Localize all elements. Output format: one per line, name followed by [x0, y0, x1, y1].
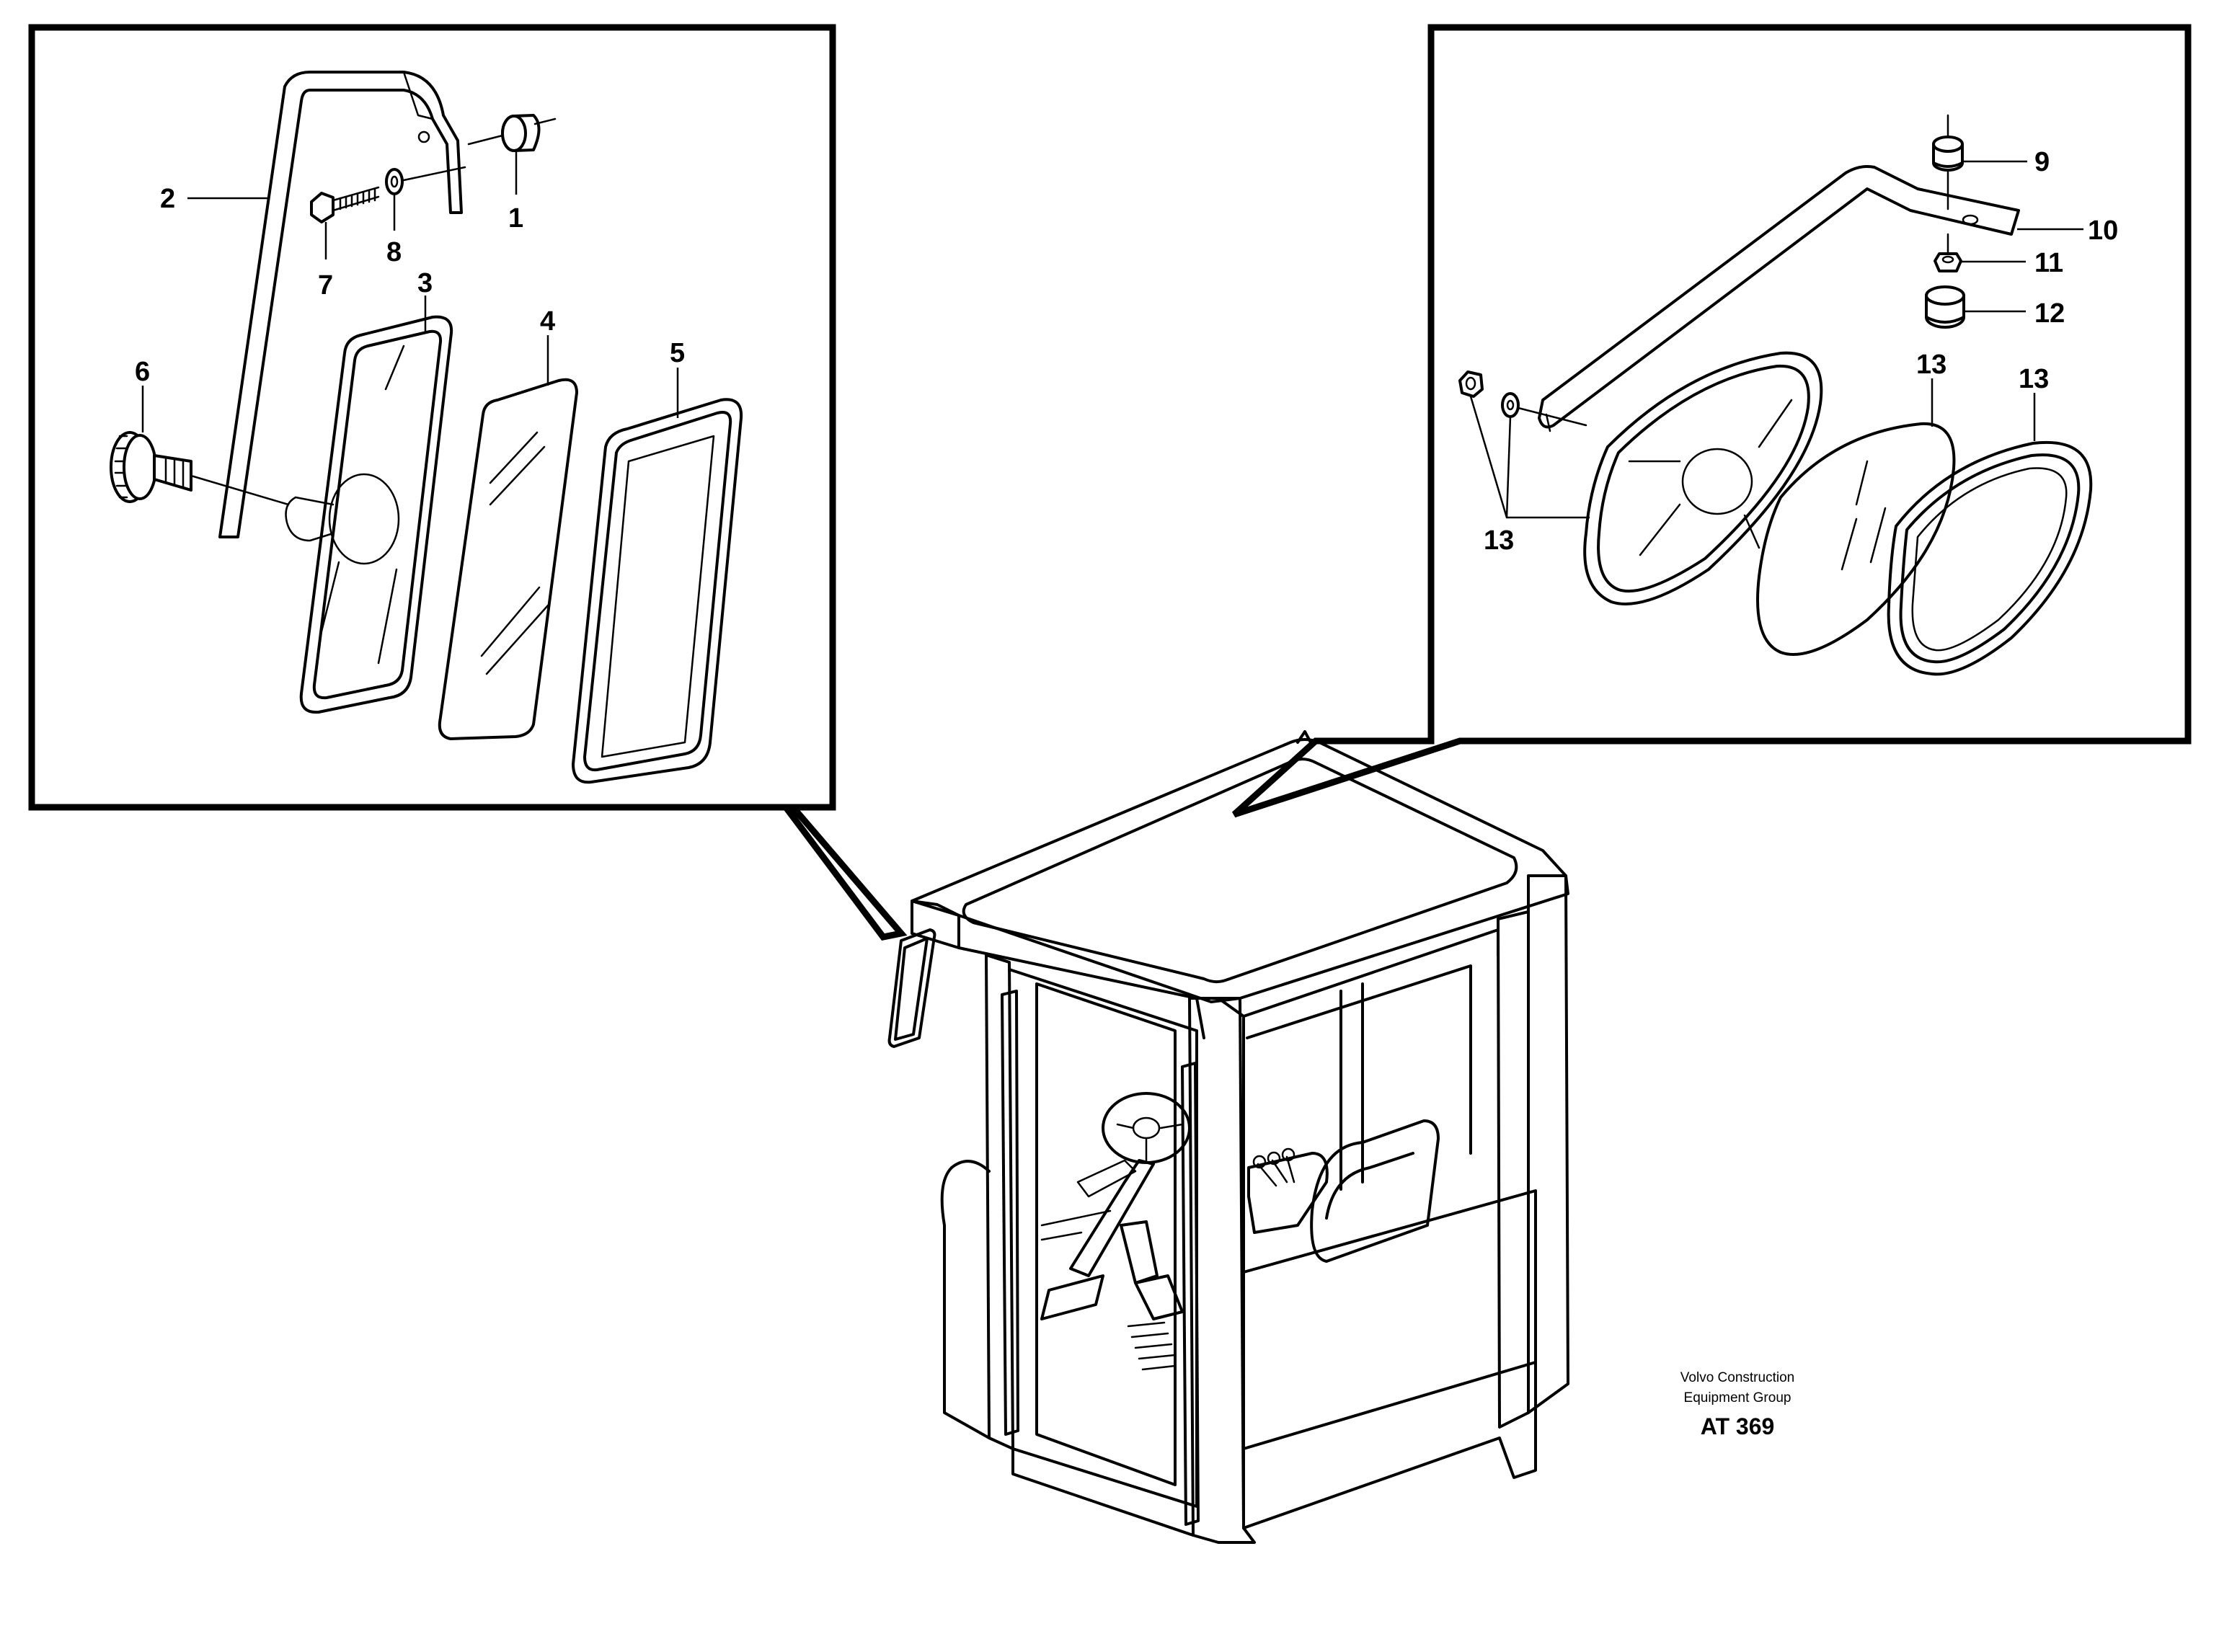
callout-13-left: 13	[1484, 525, 1514, 556]
mirror-part-3	[285, 315, 453, 714]
footer-block: Volvo Construction Equipment Group AT 36…	[1680, 1370, 1794, 1439]
callout-13-mid: 13	[1916, 350, 1946, 380]
cab-illustration	[887, 730, 1569, 1544]
nut-part-11	[1934, 233, 1962, 272]
callout-2: 2	[160, 184, 175, 214]
callout-11: 11	[2034, 248, 2063, 278]
left-detail-box	[28, 24, 908, 941]
right-callout-labels: 9 10 11 12 13 13 13	[1484, 147, 2118, 556]
callout-12: 12	[2034, 298, 2065, 329]
company-line-1: Volvo Construction	[1680, 1370, 1794, 1385]
figure-code: AT 369	[1701, 1413, 1775, 1439]
left-callout-labels: 2 1 8 7 3 4 5 6	[135, 184, 685, 387]
callout-7: 7	[318, 270, 333, 301]
company-line-2: Equipment Group	[1684, 1390, 1791, 1405]
knob-part-6	[110, 431, 290, 506]
washer-part-8	[385, 166, 466, 195]
seal-part-5	[572, 398, 743, 784]
cap-part-9	[1932, 114, 1964, 210]
callout-10: 10	[2088, 216, 2118, 246]
right-detail-box	[1231, 24, 2192, 818]
callout-4: 4	[540, 306, 555, 337]
callout-3: 3	[417, 268, 433, 298]
glass-part-4	[438, 378, 578, 740]
callout-9: 9	[2034, 147, 2050, 177]
mirror-bracket-arm-10	[1538, 165, 2020, 432]
left-callout-leaders	[141, 151, 679, 432]
nut-washer-13	[1458, 370, 1587, 427]
right-callout-leaders	[1469, 160, 2083, 519]
callout-6: 6	[135, 357, 150, 387]
bolt-part-7	[310, 186, 380, 223]
oval-mirror-13	[1583, 351, 1823, 605]
callout-5: 5	[670, 338, 685, 368]
callout-13-right: 13	[2019, 364, 2049, 394]
callout-1: 1	[508, 203, 523, 234]
spacer-part-1	[467, 114, 557, 152]
callout-8: 8	[386, 237, 402, 267]
oval-glass-13	[1756, 422, 1956, 656]
oval-seal-13	[1887, 440, 2093, 676]
spacer-part-12	[1925, 285, 1965, 329]
mirror-bracket-arm	[218, 71, 463, 538]
